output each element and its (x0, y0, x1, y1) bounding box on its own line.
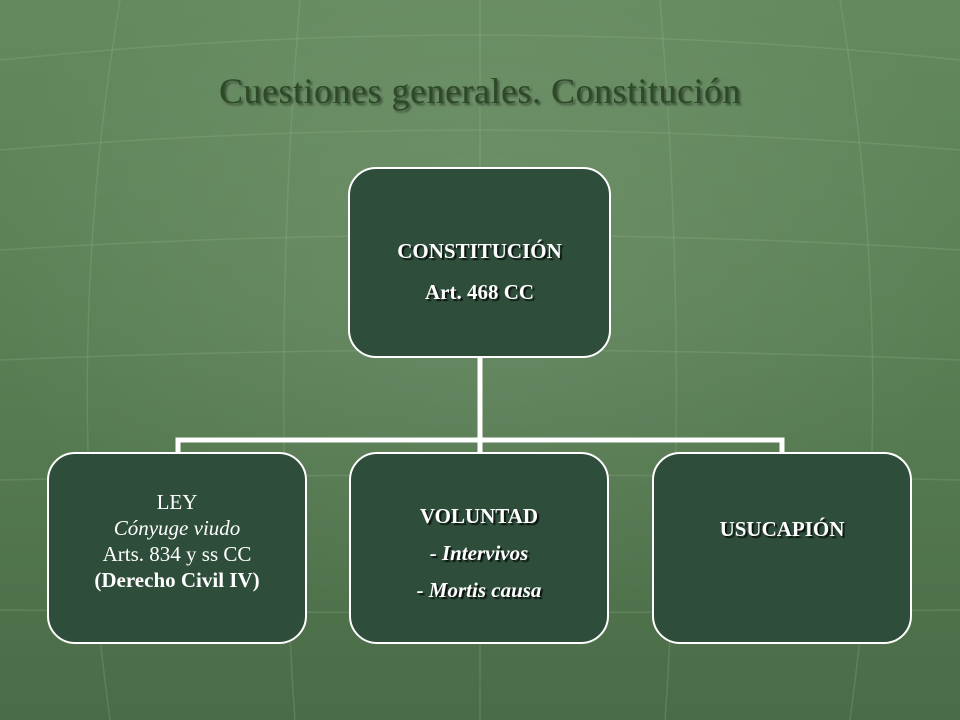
node-ley: LEY Cónyuge viudo Arts. 834 y ss CC (Der… (47, 452, 307, 644)
slide-title: Cuestiones generales. Constitución (219, 71, 741, 111)
node-ley-line4: (Derecho Civil IV) (94, 568, 260, 592)
node-voluntad-intervivos: - Intervivos (429, 541, 529, 565)
node-ley-line2: Cónyuge viudo (113, 516, 241, 540)
node-voluntad-title: VOLUNTAD (419, 504, 539, 528)
node-voluntad-mortis-causa: - Mortis causa (416, 578, 542, 602)
node-constitucion: CONSTITUCIÓN Art. 468 CC (348, 167, 611, 358)
node-constitucion-article: Art. 468 CC (424, 280, 535, 304)
node-usucapion-title: USUCAPIÓN (719, 517, 845, 541)
node-ley-title: LEY (156, 490, 198, 514)
node-ley-line3: Arts. 834 y ss CC (102, 542, 252, 566)
node-usucapion: USUCAPIÓN (652, 452, 912, 644)
node-constitucion-title: CONSTITUCIÓN (397, 239, 562, 263)
node-voluntad: VOLUNTAD - Intervivos - Mortis causa (349, 452, 609, 644)
